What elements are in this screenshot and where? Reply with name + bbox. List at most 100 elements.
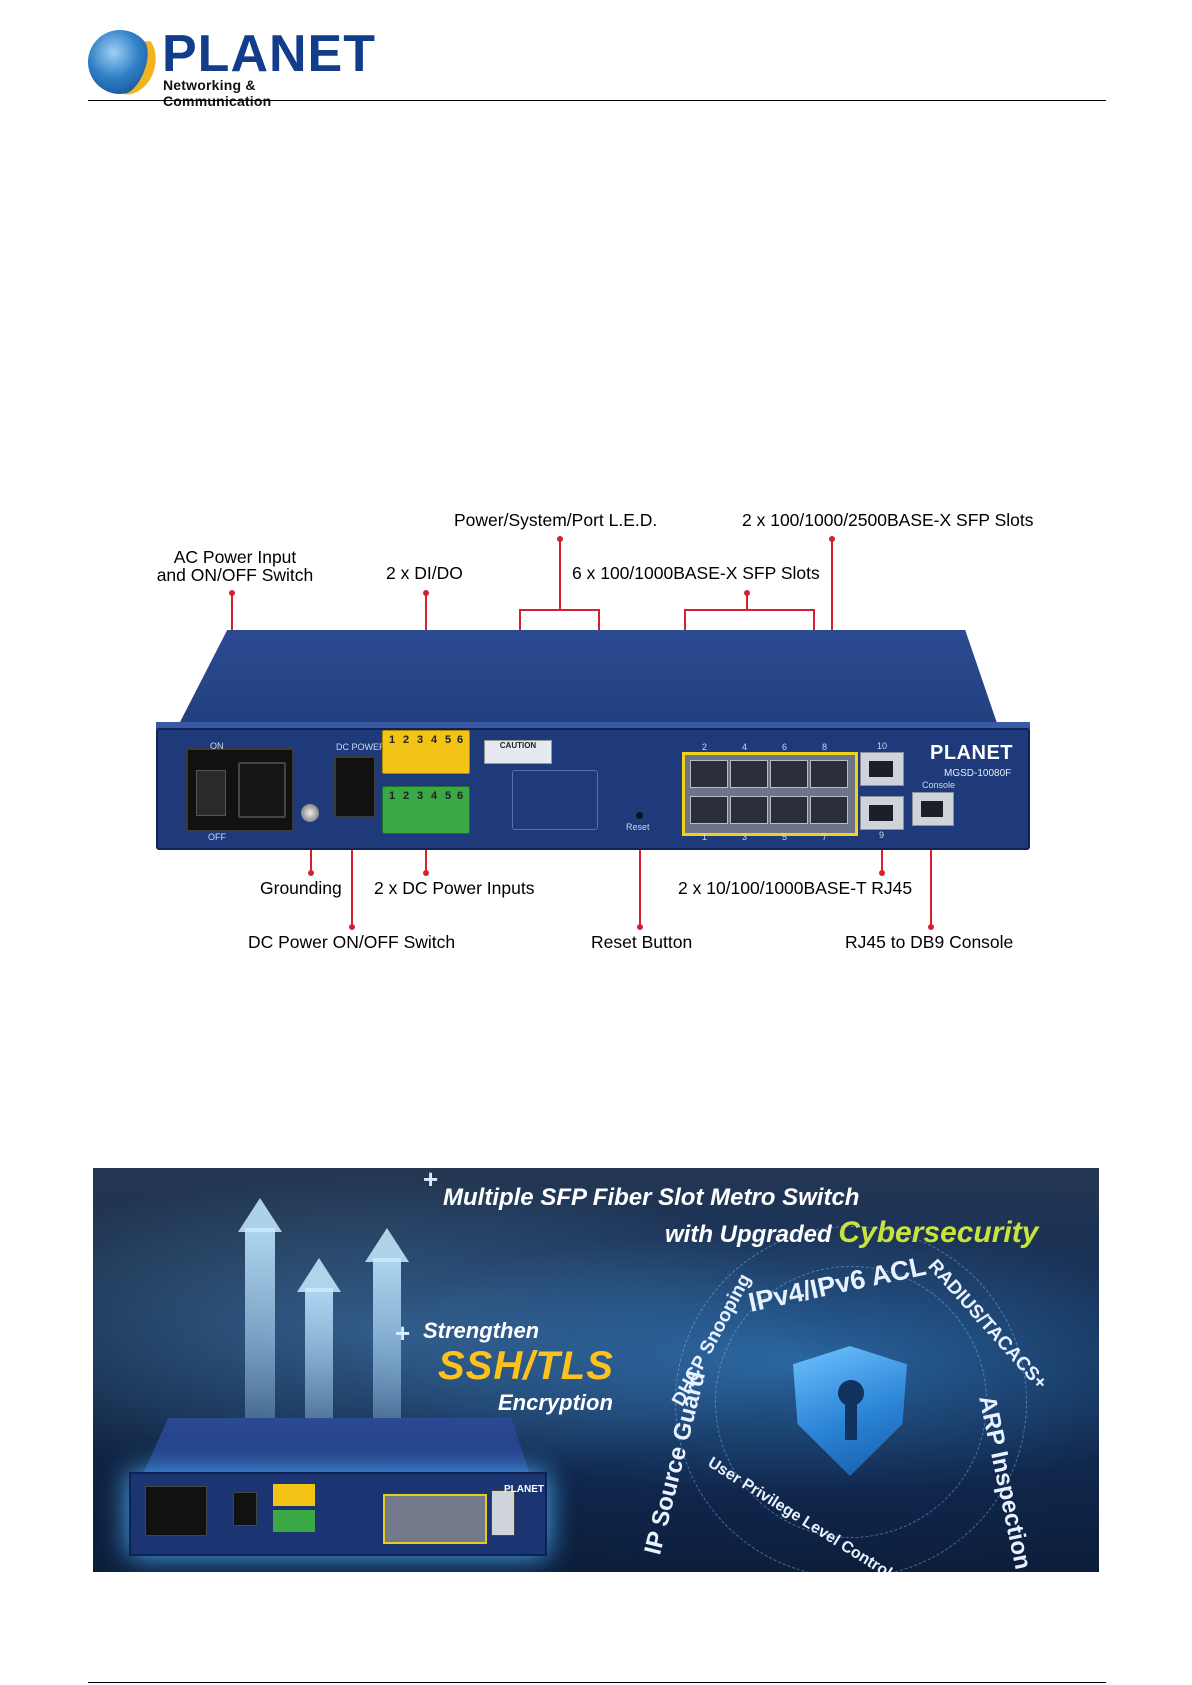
switch-chassis-edge bbox=[156, 722, 1030, 730]
panel-logo: PLANET bbox=[930, 742, 1013, 764]
callout-ac-power: AC Power Input and ON/OFF Switch bbox=[150, 548, 320, 584]
sfp-slot-5[interactable] bbox=[770, 796, 808, 824]
banner-switch-dc-switch bbox=[233, 1492, 257, 1526]
sfp-number: 3 bbox=[742, 832, 748, 842]
leader-dot bbox=[928, 924, 934, 930]
sfp-number: 1 bbox=[702, 832, 708, 842]
security-ring bbox=[675, 1226, 1027, 1572]
leader-line-rj45 bbox=[881, 832, 883, 872]
terminal-number: 5 bbox=[445, 790, 452, 802]
banner-switch-rj45 bbox=[491, 1490, 515, 1536]
callout-led: Power/System/Port L.E.D. bbox=[454, 510, 658, 530]
leader-line-led bbox=[559, 539, 561, 610]
ac-power-switch[interactable] bbox=[196, 770, 226, 816]
brand-name: PLANET bbox=[162, 25, 376, 83]
terminal-number: 1 bbox=[389, 734, 396, 746]
banner-switch-logo: PLANET bbox=[504, 1484, 544, 1495]
sfp-slot-4[interactable] bbox=[730, 760, 768, 788]
arrow-graphic bbox=[297, 1258, 341, 1292]
banner-switch-top bbox=[141, 1418, 531, 1478]
arrow-graphic bbox=[365, 1228, 409, 1262]
leader-line-dcin bbox=[425, 840, 427, 872]
terminal-number: 2 bbox=[403, 790, 410, 802]
leader-dot bbox=[637, 924, 643, 930]
terminal-number: 2 bbox=[403, 734, 410, 746]
sfp-slot-1[interactable] bbox=[690, 796, 728, 824]
console-port[interactable] bbox=[912, 792, 954, 826]
terminal-number: 5 bbox=[445, 734, 452, 746]
dc-power-terminal-block bbox=[382, 786, 470, 834]
rj45-socket bbox=[921, 801, 943, 817]
dido-terminal-block bbox=[382, 730, 470, 774]
terminal-number: 1 bbox=[389, 790, 396, 802]
leader-line-sfp6 bbox=[746, 593, 748, 610]
switch-chassis-top bbox=[178, 630, 998, 726]
panel-model: MGSD-10080F bbox=[944, 768, 1012, 779]
console-label: Console bbox=[922, 780, 956, 790]
dc-power-switch[interactable] bbox=[334, 756, 376, 818]
rj45-number: 9 bbox=[879, 830, 885, 840]
callout-sfp-2: 2 x 100/1000/2500BASE-X SFP Slots bbox=[742, 510, 1034, 530]
caution-label: CAUTION bbox=[484, 740, 552, 764]
sfp-slot-6[interactable] bbox=[770, 760, 808, 788]
leader-bracket-sfp6 bbox=[684, 609, 815, 611]
terminal-number: 6 bbox=[457, 790, 464, 802]
banner-switch-sfp bbox=[383, 1494, 487, 1544]
rj45-port-9[interactable] bbox=[860, 796, 904, 830]
leader-bracket-led bbox=[519, 609, 599, 611]
callout-grounding: Grounding bbox=[260, 878, 342, 898]
sfp-slot-8[interactable] bbox=[810, 760, 848, 788]
header-divider bbox=[88, 100, 1106, 101]
leader-line-console bbox=[930, 840, 932, 926]
leader-line-dcsw bbox=[351, 832, 353, 926]
planet-logo: PLANET Networking & Communication bbox=[88, 25, 375, 109]
sfp-number: 4 bbox=[742, 742, 748, 752]
grounding-screw bbox=[301, 804, 319, 822]
security-ring bbox=[715, 1266, 987, 1538]
sfp-slot-3[interactable] bbox=[730, 796, 768, 824]
sfp-number: 8 bbox=[822, 742, 828, 752]
callout-dc-inputs: 2 x DC Power Inputs bbox=[374, 878, 535, 898]
caution-text: CAUTION bbox=[499, 741, 537, 750]
brand-tagline: Networking & Communication bbox=[163, 77, 272, 109]
reset-button[interactable] bbox=[636, 812, 643, 819]
leader-dot bbox=[879, 870, 885, 876]
callout-dc-switch: DC Power ON/OFF Switch bbox=[248, 932, 456, 952]
banner-switch-dido bbox=[273, 1484, 315, 1506]
terminal-number: 4 bbox=[431, 734, 438, 746]
keyhole-icon bbox=[845, 1400, 857, 1440]
sfp-slot-2[interactable] bbox=[690, 760, 728, 788]
ac-power-inlet bbox=[238, 762, 286, 818]
banner-title: Multiple SFP Fiber Slot Metro Switch bbox=[443, 1184, 860, 1211]
footer-divider bbox=[88, 1682, 1106, 1683]
led-indicator-panel bbox=[512, 770, 598, 830]
plus-icon: + bbox=[395, 1318, 411, 1348]
terminal-number: 6 bbox=[457, 734, 464, 746]
banner-strengthen: Strengthen bbox=[423, 1318, 540, 1343]
terminal-number: 3 bbox=[417, 790, 424, 802]
cybersecurity-banner: + + Multiple SFP Fiber Slot Metro Switch… bbox=[93, 1168, 1099, 1572]
ac-on-label: ON bbox=[210, 741, 224, 751]
plus-icon: + bbox=[423, 1168, 439, 1194]
rj45-number: 10 bbox=[877, 741, 888, 751]
dc-power-on-label: DC POWER ON bbox=[336, 742, 402, 752]
banner-encryption: Encryption bbox=[498, 1390, 613, 1415]
sfp-slot-7[interactable] bbox=[810, 796, 848, 824]
banner-switch-ac-module bbox=[145, 1486, 207, 1536]
terminal-number: 4 bbox=[431, 790, 438, 802]
callout-sfp-6: 6 x 100/1000BASE-X SFP Slots bbox=[572, 563, 820, 583]
sfp-number: 7 bbox=[822, 832, 828, 842]
rj45-port-10[interactable] bbox=[860, 752, 904, 786]
banner-switch-dc-inputs bbox=[273, 1510, 315, 1532]
rj45-socket bbox=[869, 805, 893, 821]
front-panel-diagram: AC Power Input and ON/OFF Switch 2 x DI/… bbox=[150, 510, 1034, 952]
globe-icon bbox=[88, 30, 152, 94]
ac-off-label: OFF bbox=[208, 832, 226, 842]
callout-ac-power-line2: and ON/OFF Switch bbox=[156, 565, 314, 585]
leader-dot bbox=[349, 924, 355, 930]
callout-reset: Reset Button bbox=[591, 932, 693, 952]
callout-rj45: 2 x 10/100/1000BASE-T RJ45 bbox=[678, 878, 913, 898]
callout-ac-power-line1: AC Power Input bbox=[173, 547, 297, 567]
rj45-socket bbox=[869, 761, 893, 777]
leader-line-reset bbox=[639, 822, 641, 926]
